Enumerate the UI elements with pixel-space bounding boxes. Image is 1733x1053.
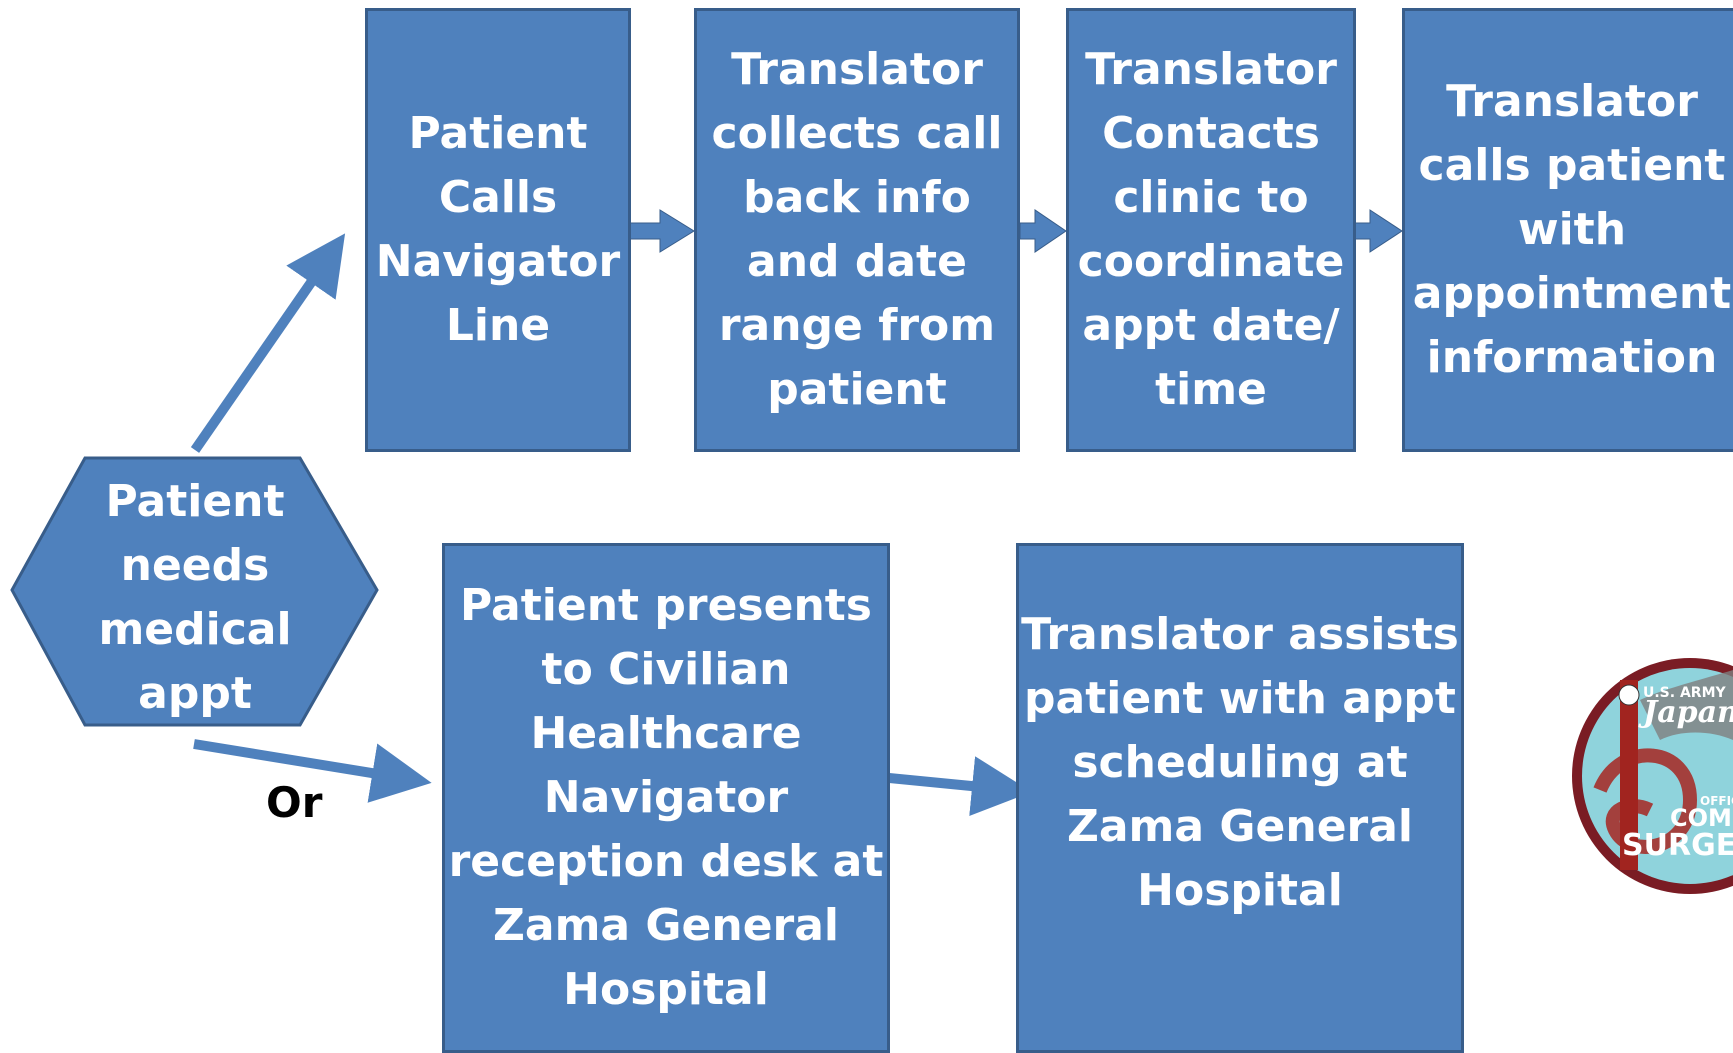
step-line: clinic to <box>1113 172 1309 223</box>
step-line: patient with appt <box>1024 673 1456 724</box>
step-line: and date <box>747 236 967 287</box>
arrow-bottom-1 <box>888 756 1032 816</box>
step-line: coordinate <box>1077 236 1345 287</box>
step-collects-callback-info: Translator collects call back info and d… <box>694 8 1020 452</box>
step-line: Healthcare <box>530 708 802 759</box>
start-line: appt <box>138 668 252 719</box>
step-line: back info <box>743 172 971 223</box>
arrow-top-3 <box>1354 209 1403 253</box>
step-line: Translator <box>1085 44 1337 95</box>
step-line: patient <box>767 364 947 415</box>
arrow-top-2 <box>1019 209 1067 253</box>
step-line: Translator <box>1446 76 1698 127</box>
step-line: Line <box>445 300 551 351</box>
step-presents-reception-desk: Patient presents to Civilian Healthcare … <box>442 543 890 1053</box>
step-line: time <box>1155 364 1267 415</box>
start-node-text: Patient needs medical appt <box>60 470 330 726</box>
step-line: Zama General <box>1066 801 1414 852</box>
step-line: to Civilian <box>541 644 791 695</box>
step-line: Navigator <box>543 772 789 823</box>
step-line: range from <box>718 300 996 351</box>
step-calls-navigator-line: Patient Calls Navigator Line <box>365 8 631 452</box>
step-line: appointment <box>1412 268 1732 319</box>
or-label: Or <box>266 778 323 827</box>
arrow-to-reception-desk <box>193 739 432 803</box>
step-line: calls patient <box>1418 140 1726 191</box>
step-line: Patient <box>408 108 588 159</box>
step-line: Hospital <box>1137 865 1343 916</box>
arrow-top-1 <box>629 209 695 253</box>
step-line: with <box>1517 204 1627 255</box>
step-line: collects call <box>711 108 1003 159</box>
step-line: Contacts <box>1102 108 1320 159</box>
step-calls-patient: Translator calls patient with appointmen… <box>1402 8 1733 452</box>
start-line: needs <box>120 540 270 591</box>
step-line: scheduling at <box>1072 737 1408 788</box>
step-line: Calls <box>438 172 558 223</box>
step-line: appt date/ <box>1082 300 1340 351</box>
start-hexagon <box>10 456 379 727</box>
step-line: Translator <box>731 44 983 95</box>
start-line: Patient <box>105 476 285 527</box>
arrow-to-navigator-line <box>190 233 346 453</box>
step-line: Navigator <box>375 236 621 287</box>
step-line: Patient presents <box>459 580 872 631</box>
step-line: reception desk at <box>448 836 884 887</box>
step-line: Zama General <box>492 900 840 951</box>
step-line: information <box>1426 332 1718 383</box>
step-assists-scheduling: Translator assists patient with appt sch… <box>1016 543 1464 1053</box>
step-line: Translator assists <box>1021 609 1459 660</box>
start-line: medical <box>98 604 292 655</box>
step-contacts-clinic: Translator Contacts clinic to coordinate… <box>1066 8 1356 452</box>
step-line: Hospital <box>563 964 769 1015</box>
